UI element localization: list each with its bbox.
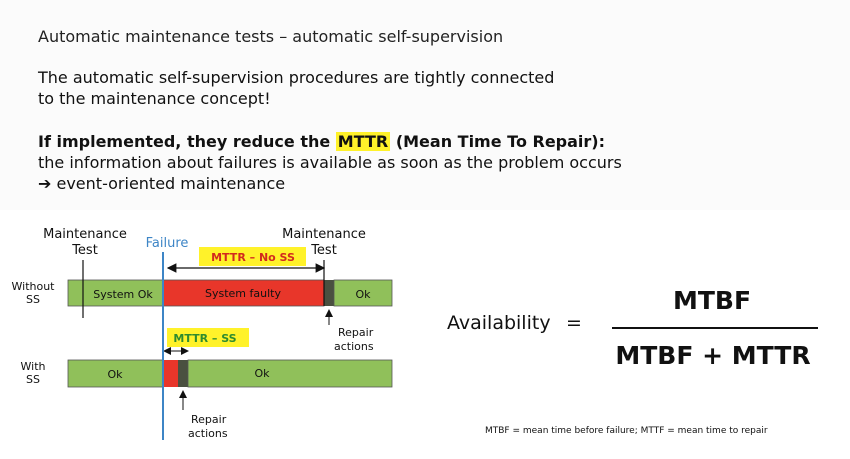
availability-label: Availability (447, 312, 551, 334)
repair-actions-bottom-label: Repair (191, 413, 227, 426)
mttr-no-ss-label: MTTR – No SS (211, 251, 295, 264)
with-ss-label: With (21, 360, 46, 373)
mttr-line-1: If implemented, they reduce the MTTR (Me… (38, 131, 622, 152)
formula-numerator: MTBF (672, 286, 752, 315)
fraction-bar (612, 327, 818, 329)
ok-segment-mid (187, 359, 393, 388)
mttr-highlight: MTTR (335, 132, 391, 151)
mttr-ss-label: MTTR – SS (173, 332, 236, 345)
ok-left-text: Ok (107, 368, 123, 381)
repair-actions-bottom-label-2: actions (188, 427, 228, 440)
system-faulty-segment (162, 279, 325, 307)
short-fault-segment (163, 360, 178, 387)
maintenance-test-right-label: Maintenance (282, 227, 366, 242)
repair-actions-top-label-2: actions (334, 340, 374, 353)
mttr-no-ss-highlight (199, 247, 306, 266)
mttr-paragraph: If implemented, they reduce the MTTR (Me… (38, 131, 622, 194)
footnote: MTBF = mean time before failure; MTTF = … (485, 426, 768, 436)
mttr-line-3: ➔ event-oriented maintenance (38, 174, 286, 193)
maintenance-test-left-label-2: Test (71, 243, 98, 258)
mttr-ss-highlight (167, 328, 249, 347)
with-ss-label-2: SS (26, 373, 40, 386)
system-ok-segment (67, 279, 164, 307)
ok-right-text: Ok (355, 288, 371, 301)
equals-sign: = (566, 312, 582, 334)
repair-actions-top-label: Repair (338, 326, 374, 339)
intro-line-1: The automatic self-supervision procedure… (38, 68, 555, 87)
failure-label: Failure (146, 236, 189, 251)
ok-segment-right (333, 279, 393, 307)
slide-header-band (0, 0, 850, 210)
maintenance-test-right-label-2: Test (310, 243, 337, 258)
slide-title: Automatic maintenance tests – automatic … (38, 27, 504, 46)
mttr-line-2: the information about failures is availa… (38, 153, 622, 172)
mttr-definition: (Mean Time To Repair): (395, 132, 606, 151)
without-ss-label: Without (12, 280, 56, 293)
intro-line-2: to the maintenance concept! (38, 89, 271, 108)
without-ss-label-2: SS (26, 293, 40, 306)
mttr-lead-text: If implemented, they reduce the (38, 132, 331, 151)
formula-denominator: MTBF + MTTR (615, 341, 811, 370)
system-ok-text: System Ok (93, 288, 153, 301)
repair-segment-top (324, 280, 334, 306)
maintenance-test-left-label: Maintenance (43, 227, 127, 242)
repair-segment-bottom (178, 360, 188, 387)
ok-segment-left (67, 359, 164, 388)
ok-mid-text: Ok (254, 367, 270, 380)
system-faulty-text: System faulty (205, 287, 281, 300)
intro-paragraph: The automatic self-supervision procedure… (38, 67, 554, 109)
